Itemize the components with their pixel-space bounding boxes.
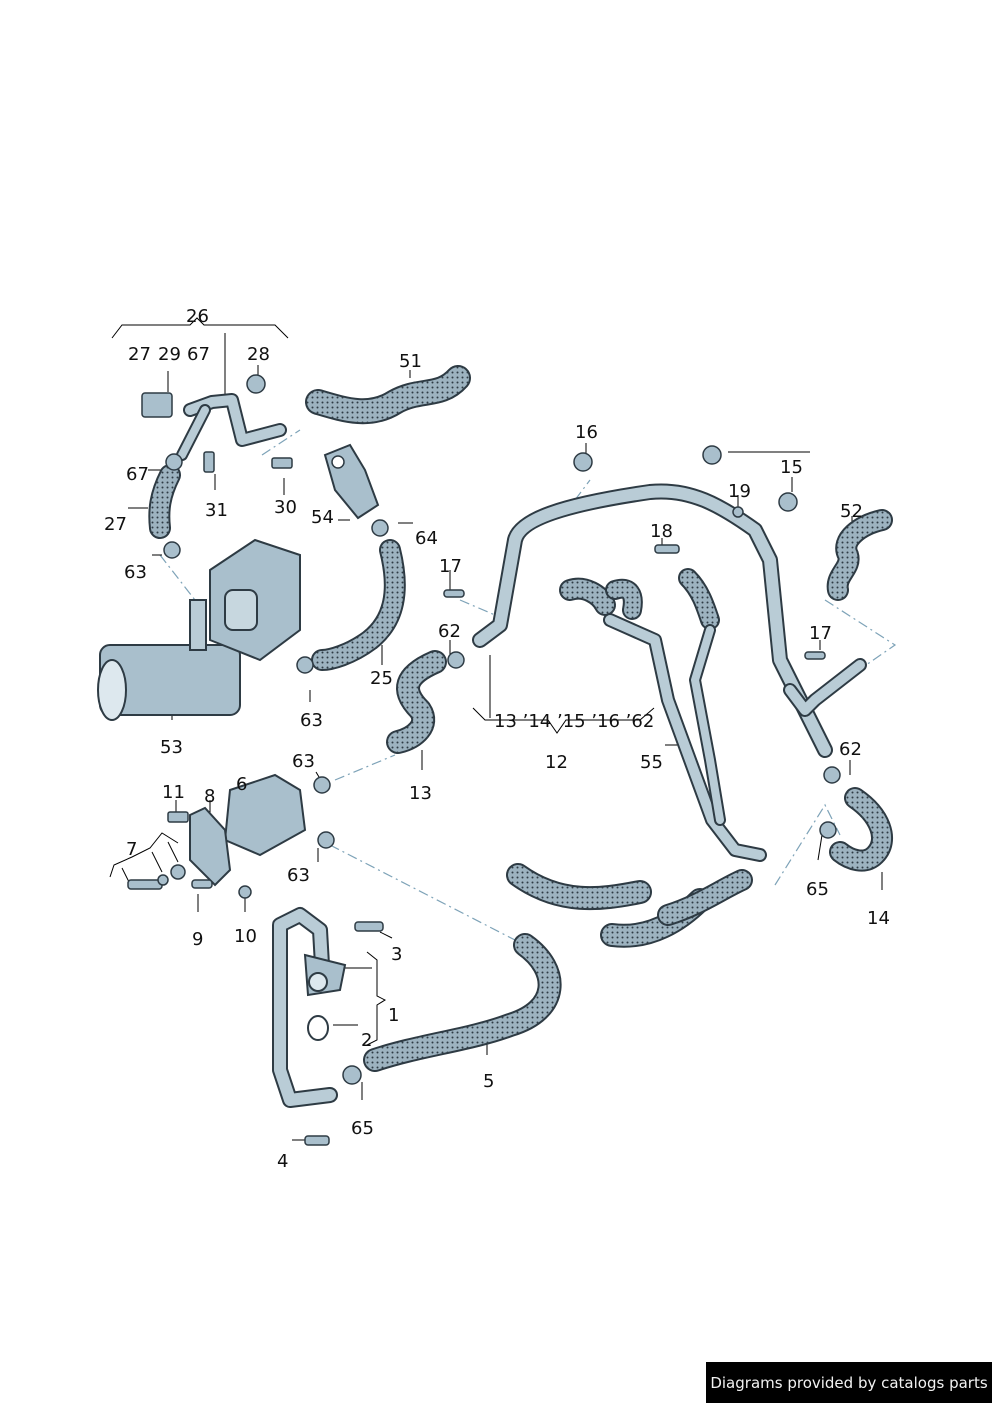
callout-62: 62 xyxy=(438,621,461,642)
callout-group: 13 ’14 ’15 ’16 ’62 xyxy=(494,711,654,732)
callout-27-b: 27 xyxy=(104,514,127,535)
callout-51: 51 xyxy=(399,351,422,372)
callout-19: 19 xyxy=(728,481,751,502)
callout-5: 5 xyxy=(483,1071,494,1092)
callout-3: 3 xyxy=(391,944,402,965)
egr-housing-53 xyxy=(97,538,301,721)
callout-7: 7 xyxy=(126,839,137,860)
callout-28: 28 xyxy=(247,344,270,365)
callout-9: 9 xyxy=(192,929,203,950)
callout-26: 26 xyxy=(186,306,209,327)
footer-credit: Diagrams provided by catalogs parts xyxy=(706,1362,992,1403)
callout-62-b: 62 xyxy=(839,739,862,760)
callout-4: 4 xyxy=(277,1151,288,1172)
callout-1: 1 xyxy=(388,1005,399,1026)
callout-17-b: 17 xyxy=(809,623,832,644)
callout-65-b: 65 xyxy=(351,1118,374,1139)
callouts: 26 27 29 67 28 51 67 27 31 30 54 64 63 1… xyxy=(104,306,890,1172)
callout-25: 25 xyxy=(370,668,393,689)
callout-13: 13 xyxy=(409,783,432,804)
callout-12: 12 xyxy=(545,752,568,773)
pipes xyxy=(176,393,867,1108)
callout-29: 29 xyxy=(158,344,181,365)
callout-15: 15 xyxy=(780,457,803,478)
callout-10: 10 xyxy=(234,926,257,947)
thermostat-housing-54 xyxy=(323,443,380,520)
callout-67: 67 xyxy=(187,344,210,365)
callout-63-b: 63 xyxy=(300,710,323,731)
callout-8: 8 xyxy=(204,786,215,807)
callout-65: 65 xyxy=(806,879,829,900)
flange-1 xyxy=(303,953,347,1041)
callout-63-c: 63 xyxy=(292,751,315,772)
callout-27: 27 xyxy=(128,344,151,365)
callout-14: 14 xyxy=(867,908,890,929)
centerlines xyxy=(159,429,897,941)
callout-53: 53 xyxy=(160,737,183,758)
callout-63-a: 63 xyxy=(124,562,147,583)
callout-63-d: 63 xyxy=(287,865,310,886)
callout-2: 2 xyxy=(361,1030,372,1051)
callout-55: 55 xyxy=(640,752,663,773)
callout-17: 17 xyxy=(439,556,462,577)
callout-11: 11 xyxy=(162,782,185,803)
callout-54: 54 xyxy=(311,507,334,528)
callout-16: 16 xyxy=(575,422,598,443)
callout-67-b: 67 xyxy=(126,464,149,485)
pump-6 xyxy=(189,773,307,887)
callout-18: 18 xyxy=(650,521,673,542)
callout-30: 30 xyxy=(274,497,297,518)
hardware xyxy=(127,374,841,1146)
callout-52: 52 xyxy=(840,501,863,522)
callout-6: 6 xyxy=(236,774,247,795)
hoses xyxy=(148,365,893,1072)
callout-31: 31 xyxy=(205,500,228,521)
callout-64: 64 xyxy=(415,528,438,549)
